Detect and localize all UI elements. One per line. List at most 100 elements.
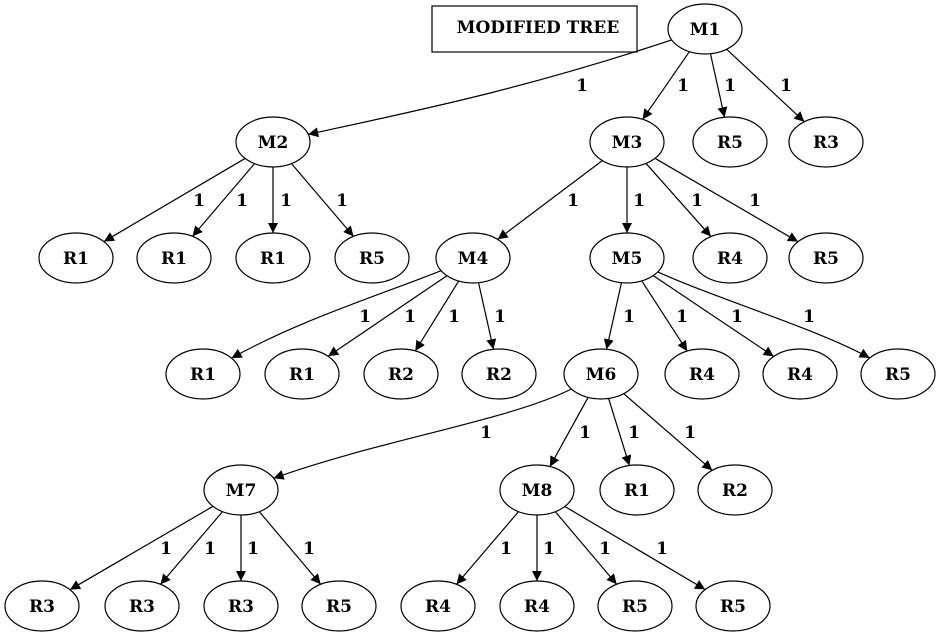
edge-M4-to-M4_R1b: 1 [327,275,448,357]
node-m4_r1a: R1 [165,348,241,400]
node-m7: M7 [203,464,279,516]
edge-M7-to-M7_R3b: 1 [160,511,223,585]
node-m4_r1b: R1 [264,348,340,400]
node-m5: M5 [589,232,665,284]
edge-M3-to-M3_R4: 1 [645,163,712,237]
node-label: M7 [226,481,257,501]
edge-weight-label: 1 [576,76,588,96]
node-ellipse [203,464,279,516]
node-m5_r5: R5 [860,348,936,400]
edge-M3-to-M4: 1 [497,160,603,240]
edge-M7-to-M7_R3a: 1 [69,505,214,591]
edge-line [103,157,246,243]
node-ellipse [235,232,311,284]
node-ellipse [692,116,768,168]
node-m7_r5: R5 [301,580,377,632]
node-ellipse [334,232,410,284]
edge-line [641,280,688,352]
edge-weight-label: 1 [656,539,668,559]
edge-line [258,511,322,585]
node-label: M6 [586,365,617,385]
node-ellipse [563,348,639,400]
edge-line [69,505,214,591]
edge-line [652,275,775,357]
node-m1_r5: R5 [692,116,768,168]
edge-line [477,282,497,350]
node-ellipse [363,348,439,400]
node-ellipse [589,116,665,168]
edge-M6-to-M8: 1 [549,397,591,467]
edge-line [231,270,442,359]
node-ellipse [264,348,340,400]
edge-M4-to-M4_R2a: 1 [414,280,460,352]
diagram-title: MODIFIED TREE [457,18,620,38]
node-ellipse [104,580,180,632]
node-label: R3 [228,597,254,617]
node-label: R4 [425,597,451,617]
edge-M8-to-M8_R5b: 1 [564,505,706,591]
node-ellipse [499,580,575,632]
node-m7_r3a: R3 [4,580,80,632]
edge-M8-to-M8_R5a: 1 [554,511,618,585]
node-m2: M2 [235,116,311,168]
node-ellipse [589,232,665,284]
node-m8_r5b: R5 [695,580,771,632]
edge-weight-label: 1 [623,307,635,327]
node-label: M4 [458,249,489,269]
node-label: R4 [787,365,813,385]
edge-line [456,511,519,585]
edge-weight-label: 1 [749,191,761,211]
node-label: M5 [612,249,643,269]
node-label: R2 [486,365,512,385]
node-label: M3 [612,133,643,153]
edge-M5-to-M5_R4a: 1 [641,280,688,352]
node-m3_r5: R5 [788,232,864,284]
node-label: R5 [813,249,839,269]
node-label: R1 [161,249,187,269]
edge-M2-to-M2_R1a: 1 [103,157,246,243]
node-label: R5 [885,365,911,385]
edge-M3-to-M3_R5: 1 [654,157,799,243]
edge-line [603,282,623,350]
edge-weight-label: 1 [247,539,259,559]
edge-weight-label: 1 [780,76,792,96]
edge-weight-label: 1 [543,539,555,559]
edge-M8-to-M8_R4b: 1 [532,515,555,581]
edge-M2-to-M2_R1c: 1 [268,167,292,233]
edge-M7-to-M7_R5: 1 [258,511,322,585]
node-ellipse [695,580,771,632]
node-ellipse [4,580,80,632]
edge-weight-label: 1 [404,307,416,327]
node-m1_r3: R3 [788,116,864,168]
edge-M1-to-M2: 1 [308,39,672,138]
node-m1: M1 [667,3,743,55]
node-m6_r2: R2 [697,464,773,516]
edge-line [709,53,728,118]
node-ellipse [301,580,377,632]
edge-M2-to-M2_R1b: 1 [192,163,255,237]
node-label: M8 [522,481,553,501]
node-m4: M4 [435,232,511,284]
node-label: M1 [690,20,721,40]
node-ellipse [136,232,212,284]
edge-weight-label: 1 [691,191,703,211]
node-m4_r2b: R2 [461,348,537,400]
edge-M6-to-M6_R1: 1 [608,398,640,466]
edge-M7-to-M7_R3c: 1 [236,515,259,581]
edge-line [642,51,690,120]
node-ellipse [860,348,936,400]
node-label: R1 [289,365,315,385]
node-m5_r4b: R4 [762,348,838,400]
edge-M4-to-M4_R2b: 1 [477,282,506,350]
node-ellipse [235,116,311,168]
edge-weight-label: 1 [628,423,640,443]
node-ellipse [461,348,537,400]
edge-weight-label: 1 [204,539,216,559]
node-label: R5 [359,249,385,269]
node-ellipse [788,116,864,168]
edge-weight-label: 1 [480,423,492,443]
edge-M4-to-M4_R1a: 1 [231,270,442,359]
edge-M3-to-M5: 1 [622,167,645,233]
edge-weight-label: 1 [336,191,348,211]
